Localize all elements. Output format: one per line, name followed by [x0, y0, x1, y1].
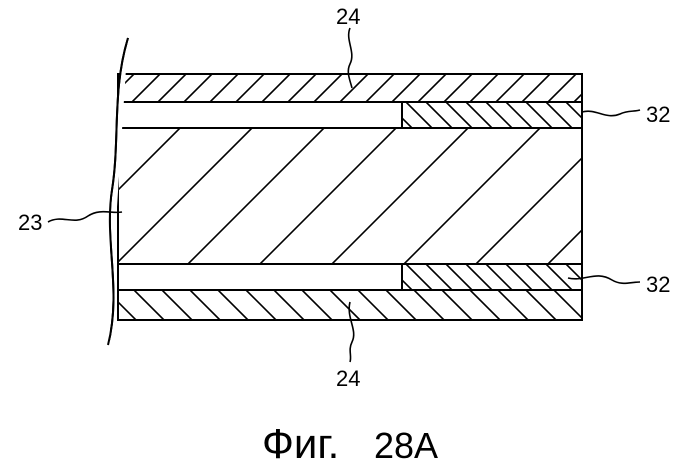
hatch-line — [574, 74, 602, 102]
hatch-line — [262, 74, 290, 102]
hatch-line — [554, 290, 584, 320]
hatch-line — [442, 290, 472, 320]
hatch-line — [406, 264, 432, 290]
hatch-line — [386, 264, 412, 290]
hatch-line — [522, 74, 550, 102]
layer-24-bottom — [78, 290, 640, 320]
hatch-line — [486, 264, 512, 290]
layer-32-lower — [118, 264, 632, 290]
hatch-line — [498, 290, 528, 320]
hatch-line — [246, 290, 276, 320]
hatch-line — [600, 74, 628, 102]
hatch-line — [526, 290, 556, 320]
hatch-line — [486, 102, 512, 128]
hatch-line — [116, 128, 252, 264]
hatch-line — [158, 74, 186, 102]
hatch-line — [466, 102, 492, 128]
hatch-line — [418, 74, 446, 102]
hatch-line — [302, 290, 332, 320]
hatch-line — [218, 290, 248, 320]
label-24-bottom: 24 — [336, 366, 360, 391]
hatch-line — [366, 74, 394, 102]
break-mask — [0, 0, 110, 469]
label-32-lower: 32 — [646, 272, 670, 297]
hatch-line — [190, 290, 220, 320]
hatch-line — [620, 128, 699, 264]
hatch-line — [332, 128, 468, 264]
hatch-line — [476, 128, 612, 264]
layer-24-top — [80, 74, 628, 102]
hatch-line — [526, 102, 552, 128]
hatch-line — [162, 290, 192, 320]
figure-caption-number: 28A — [374, 425, 438, 466]
hatch-line — [548, 74, 576, 102]
hatch-line — [446, 264, 472, 290]
leader-24-top — [348, 28, 352, 88]
hatch-line — [506, 102, 532, 128]
label-32-upper: 32 — [646, 102, 670, 127]
hatch-line — [496, 74, 524, 102]
hatch-line — [260, 128, 396, 264]
hatch-line — [692, 128, 699, 264]
hatch-line — [132, 74, 160, 102]
leader-32-upper — [582, 110, 640, 116]
hatch-line — [444, 74, 472, 102]
layer-32-upper — [118, 102, 632, 128]
hatch-line — [392, 74, 420, 102]
hatch-line — [386, 102, 412, 128]
hatch-line — [470, 290, 500, 320]
hatch-line — [566, 102, 592, 128]
hatch-line — [526, 264, 552, 290]
hatch-line — [134, 290, 164, 320]
hatch-line — [184, 74, 212, 102]
hatch-line — [446, 102, 472, 128]
hatch-line — [610, 290, 640, 320]
hatch-line — [414, 290, 444, 320]
hatch-line — [582, 290, 612, 320]
hatch-line — [546, 102, 572, 128]
leader-lines — [48, 28, 640, 362]
hatch-line — [548, 128, 684, 264]
hatch-line — [210, 74, 238, 102]
figure-caption-word: Фиг. — [262, 420, 339, 467]
label-24-top: 24 — [336, 4, 360, 29]
label-23: 23 — [18, 210, 42, 235]
hatch-line — [274, 290, 304, 320]
hatch-line — [506, 264, 532, 290]
hatch-line — [404, 128, 540, 264]
hatch-line — [330, 290, 360, 320]
hatch-line — [466, 264, 492, 290]
hatch-line — [314, 74, 342, 102]
hatch-line — [236, 74, 264, 102]
hatch-line — [288, 74, 316, 102]
hatch-line — [366, 264, 392, 290]
hatch-line — [340, 74, 368, 102]
hatch-line — [406, 102, 432, 128]
hatch-line — [606, 264, 632, 290]
hatch-line — [426, 264, 452, 290]
hatch-line — [546, 264, 572, 290]
hatch-line — [366, 102, 392, 128]
hatch-line — [470, 74, 498, 102]
hatch-line — [386, 290, 416, 320]
hatch-line — [358, 290, 388, 320]
hatch-line — [426, 102, 452, 128]
hatch-line — [188, 128, 324, 264]
